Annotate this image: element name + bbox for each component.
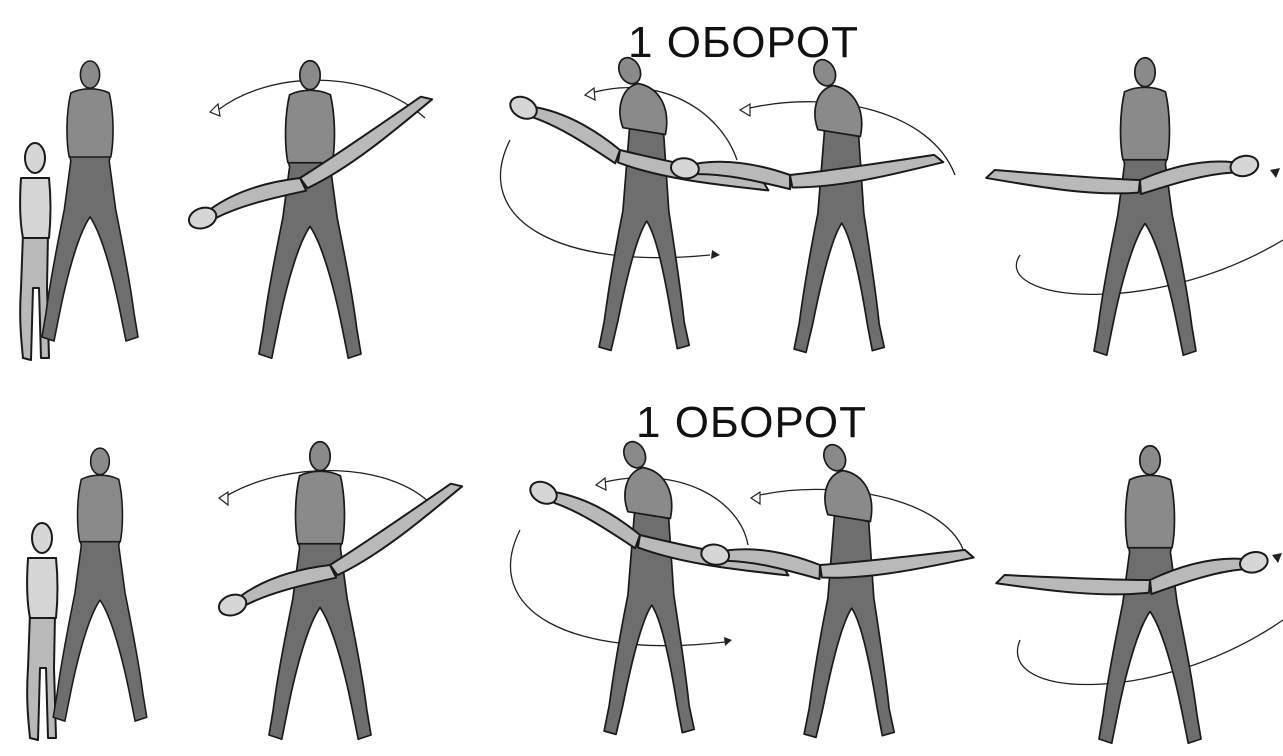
row2-caption: 1 ОБОРОТ bbox=[636, 398, 868, 447]
row1-frame5-finish bbox=[983, 56, 1283, 357]
row1-caption: 1 ОБОРОТ bbox=[628, 18, 860, 67]
row2-frame4-turn bbox=[698, 440, 976, 739]
row2-frame3-turn bbox=[509, 437, 793, 736]
row2-frame5-finish bbox=[993, 444, 1283, 745]
row1-frame2-lift bbox=[173, 59, 450, 360]
row2-frame2-lift bbox=[203, 440, 480, 741]
row2-frame1-couple bbox=[26, 447, 148, 741]
row1-frame4-turn bbox=[668, 55, 956, 354]
row1-frame3-turn bbox=[499, 53, 773, 352]
row1-frame1-couple bbox=[19, 60, 139, 361]
